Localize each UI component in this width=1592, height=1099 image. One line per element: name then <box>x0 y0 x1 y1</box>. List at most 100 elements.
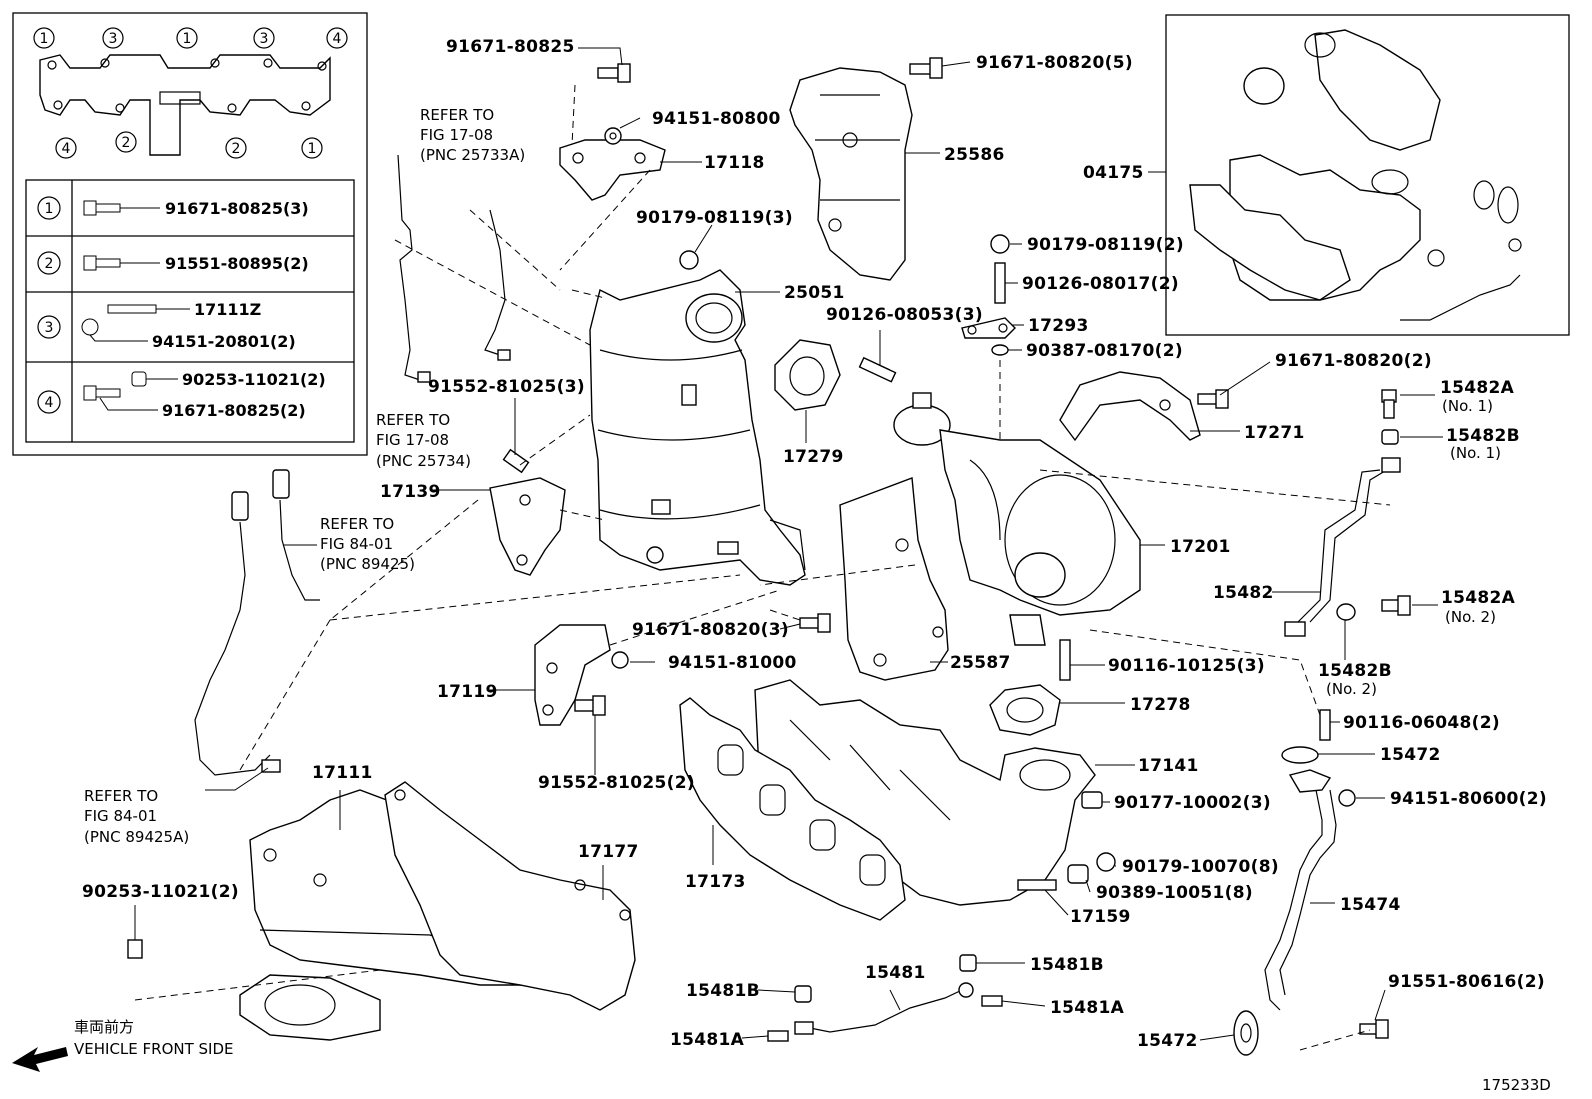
label-91551-80616: 91551-80616(2) <box>1388 972 1545 992</box>
part-17139-bracket <box>489 477 566 576</box>
part-25587-heat-shield <box>839 477 949 681</box>
part-17119-bracket <box>534 624 611 726</box>
legend-part-number: 94151-20801(2) <box>152 332 296 351</box>
label-15481A-left: 15481A <box>670 1030 745 1050</box>
part-17118-bracket <box>559 139 666 201</box>
legend-stud-icon <box>107 304 157 314</box>
part-17271-insulator <box>1059 371 1201 442</box>
clip-15481B-b <box>959 954 977 972</box>
svg-text:1: 1 <box>45 201 54 217</box>
bolt-91671-80820-3 <box>799 613 831 633</box>
gasket-callout: 4 <box>55 137 77 159</box>
label-17177: 17177 <box>578 842 639 862</box>
label-17278: 17278 <box>1130 695 1191 715</box>
label-90179-08119-2: 90179-08119(2) <box>1027 235 1184 255</box>
nut-94151-80600 <box>1338 789 1356 807</box>
refer-note-25733A: REFER TO FIG 17-08 (PNC 25733A) <box>420 106 525 164</box>
label-17139: 17139 <box>380 482 441 502</box>
stud-17159 <box>1017 879 1057 891</box>
legend-sleeve-icon <box>131 371 147 387</box>
part-15482-oil-tube <box>1284 457 1401 637</box>
label-15482B-1-no: (No. 1) <box>1450 444 1501 462</box>
gasket-callout: 1 <box>33 27 55 49</box>
svg-text:FIG 17-08: FIG 17-08 <box>376 431 449 449</box>
label-91671-80820-3: 91671-80820(3) <box>632 620 789 640</box>
svg-text:REFER TO: REFER TO <box>320 515 394 533</box>
refer-note-89425A: REFER TO FIG 84-01 (PNC 89425A) <box>84 787 189 846</box>
legend-part-number: 90253-11021(2) <box>182 370 326 389</box>
collar-90389-10051 <box>1067 864 1089 884</box>
part-labels: 91671-80825 94151-80800 17118 90179-0811… <box>82 37 1547 1051</box>
label-15482A-1: 15482A <box>1440 378 1515 398</box>
label-17118: 17118 <box>704 153 765 173</box>
legend-part-number: 91671-80825(3) <box>165 199 309 218</box>
label-15481B-right: 15481B <box>1030 955 1104 975</box>
label-15482: 15482 <box>1213 583 1274 603</box>
stud-90116-06048 <box>1319 709 1331 741</box>
label-91671-80820-5: 91671-80820(5) <box>976 53 1133 73</box>
legend-bolt-icon <box>83 255 121 271</box>
label-90389-10051: 90389-10051(8) <box>1096 883 1253 903</box>
label-90179-10070: 90179-10070(8) <box>1122 857 1279 877</box>
nut-94151-80800 <box>604 127 622 145</box>
part-15474-oil-return-tube <box>1264 769 1337 1011</box>
label-91671-80820-2: 91671-80820(2) <box>1275 351 1432 371</box>
clip-15482B-1 <box>1381 429 1399 445</box>
svg-text:4: 4 <box>62 141 71 157</box>
legend-bolt-icon <box>83 200 121 216</box>
gasket-callout: 4 <box>326 27 348 49</box>
label-17173: 17173 <box>685 872 746 892</box>
svg-text:REFER TO: REFER TO <box>84 787 158 805</box>
refer-note-89425: REFER TO FIG 84-01 (PNC 89425) <box>320 515 415 573</box>
part-25051-catalytic-converter <box>589 269 806 586</box>
svg-text:FIG 17-08: FIG 17-08 <box>420 126 493 144</box>
label-15481A-right: 15481A <box>1050 998 1125 1018</box>
vehicle-front-jp: 車両前方 <box>74 1018 134 1036</box>
legend-row-circle: 1 <box>37 196 61 220</box>
svg-text:3: 3 <box>45 320 54 336</box>
legend-row: 1 91671-80825(3) <box>37 196 309 220</box>
svg-text:4: 4 <box>45 395 54 411</box>
bolt-91671-80825 <box>597 63 631 83</box>
label-17111: 17111 <box>312 763 373 783</box>
clip-15481B-a <box>794 985 812 1003</box>
svg-text:3: 3 <box>109 31 118 47</box>
figure-id: 175233D <box>1482 1076 1551 1094</box>
svg-text:1: 1 <box>183 31 192 47</box>
svg-text:REFER TO: REFER TO <box>376 411 450 429</box>
svg-text:(PNC 89425): (PNC 89425) <box>320 555 415 573</box>
svg-text:REFER TO: REFER TO <box>420 106 494 124</box>
label-17141: 17141 <box>1138 756 1199 776</box>
label-04175: 04175 <box>1083 163 1144 183</box>
part-15481-tube <box>794 982 974 1035</box>
svg-text:4: 4 <box>333 31 342 47</box>
label-15472-upper: 15472 <box>1380 745 1441 765</box>
bolt-91671-80820-5 <box>909 57 943 79</box>
part-17278-gasket <box>989 684 1061 736</box>
legend-gasket-sketch <box>39 54 331 156</box>
label-25586: 25586 <box>944 145 1005 165</box>
nut-94151-81000 <box>611 651 629 669</box>
label-90387-08170: 90387-08170(2) <box>1026 341 1183 361</box>
label-17293: 17293 <box>1028 316 1089 336</box>
label-90126-08053: 90126-08053(3) <box>826 305 983 325</box>
svg-text:2: 2 <box>232 141 241 157</box>
svg-text:1: 1 <box>308 141 317 157</box>
legend-part-number: 17111Z <box>194 300 261 319</box>
legend-row-circle: 4 <box>37 390 61 414</box>
svg-text:2: 2 <box>122 135 131 151</box>
part-04175-kit-box <box>1165 14 1570 336</box>
bolt-91552-81025-3 <box>502 448 530 474</box>
label-90126-08017: 90126-08017(2) <box>1022 274 1179 294</box>
part-17279-gasket <box>774 339 841 411</box>
gasket-15472-lower <box>1233 1010 1259 1056</box>
legend-part-number: 91671-80825(2) <box>162 401 306 420</box>
label-94151-80800: 94151-80800 <box>652 109 781 129</box>
label-15482B-1: 15482B <box>1446 426 1520 446</box>
label-17119: 17119 <box>437 682 498 702</box>
